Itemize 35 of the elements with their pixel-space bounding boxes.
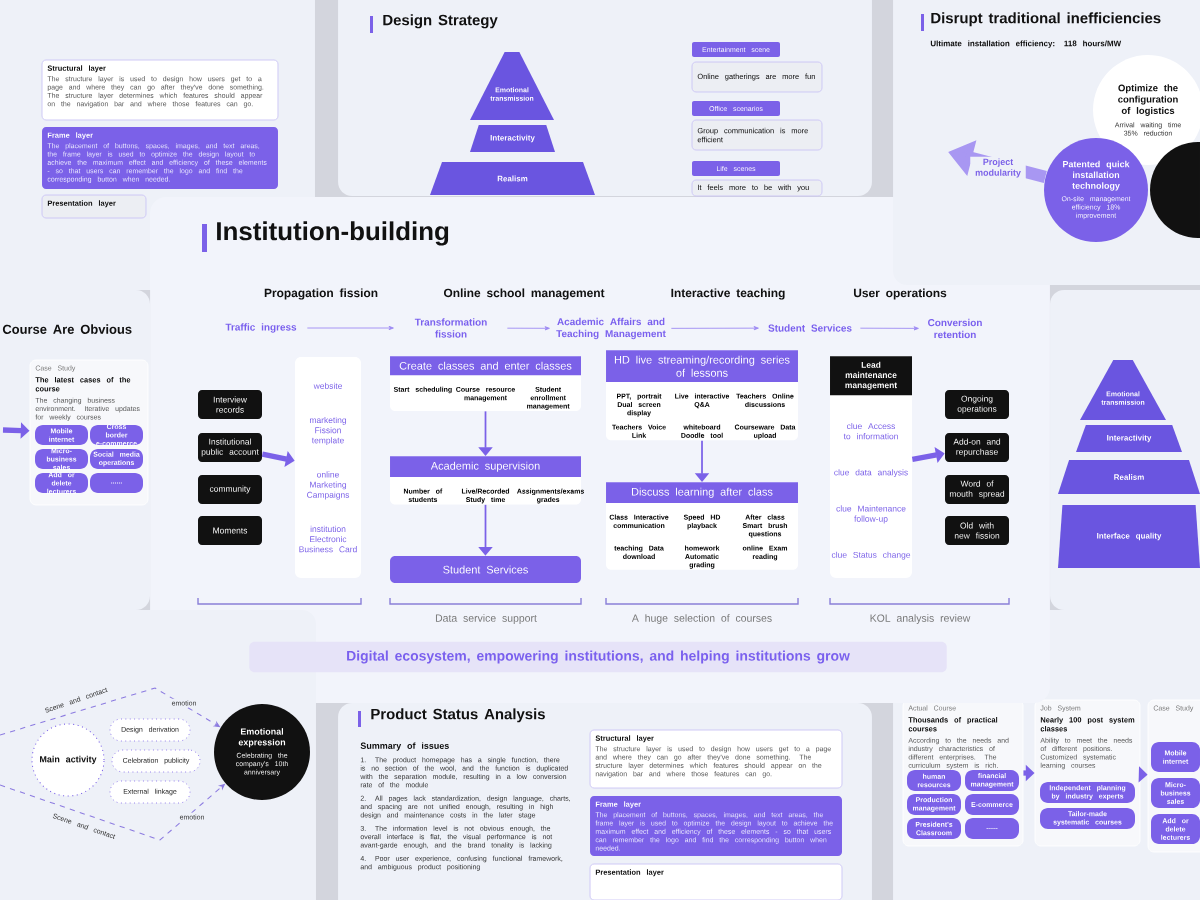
section-heading: Propagation fission bbox=[264, 288, 378, 300]
label-box: Old with new fission bbox=[945, 516, 1009, 545]
flow-step: Transformation fission bbox=[414, 318, 487, 338]
label-box: Word of mouth spread bbox=[945, 475, 1009, 504]
label-box: Institutional public account bbox=[198, 433, 262, 462]
arrow bbox=[506, 326, 550, 331]
node-label: Course Are Obvious bbox=[2, 324, 132, 334]
node-label: Institution-building bbox=[217, 221, 449, 246]
circle-node: Main activity bbox=[31, 723, 105, 797]
caption: A huge selection of courses bbox=[631, 614, 772, 624]
flow-step: Conversion retention bbox=[928, 318, 982, 339]
node-label: Product Status Analysis bbox=[371, 708, 545, 723]
caption: Data service support bbox=[435, 614, 537, 624]
node-label: Disrupt traditional inefficiencies bbox=[931, 12, 1161, 27]
caption: KOL analysis review bbox=[870, 614, 971, 624]
flow-step: Student Services bbox=[768, 324, 852, 332]
flow-step: Traffic ingress bbox=[225, 323, 297, 333]
arrow bbox=[306, 325, 394, 331]
label-box: Add-on and repurchase bbox=[945, 433, 1009, 462]
label-box: community bbox=[198, 475, 262, 504]
banner: Digital ecosystem, empowering institutions, and helping institutions grow bbox=[249, 641, 947, 673]
node-label: Design Strategy bbox=[383, 14, 498, 29]
section-heading: User operations bbox=[854, 288, 947, 300]
list-column: Lead maintenance management clue Access to information clue data analysis clue Maintenance follow-up clue Status change bbox=[830, 356, 912, 578]
arrow bbox=[670, 326, 759, 331]
list-column: website marketing Fission template online Marketing Campaigns institution Electronic Business Card bbox=[295, 357, 361, 578]
label-box: Ongoing operations bbox=[945, 390, 1009, 419]
label-box: Interview records bbox=[198, 390, 262, 419]
label-box: Moments bbox=[198, 516, 262, 545]
node-label: Summary of issues bbox=[360, 742, 449, 751]
section-heading: Interactive teaching bbox=[671, 288, 785, 300]
section-heading: Online school management bbox=[443, 288, 605, 300]
arrow bbox=[859, 326, 919, 331]
edge-label: Project modularity bbox=[970, 156, 1026, 180]
flow-step: Academic Affairs and Teaching Management bbox=[556, 317, 666, 340]
